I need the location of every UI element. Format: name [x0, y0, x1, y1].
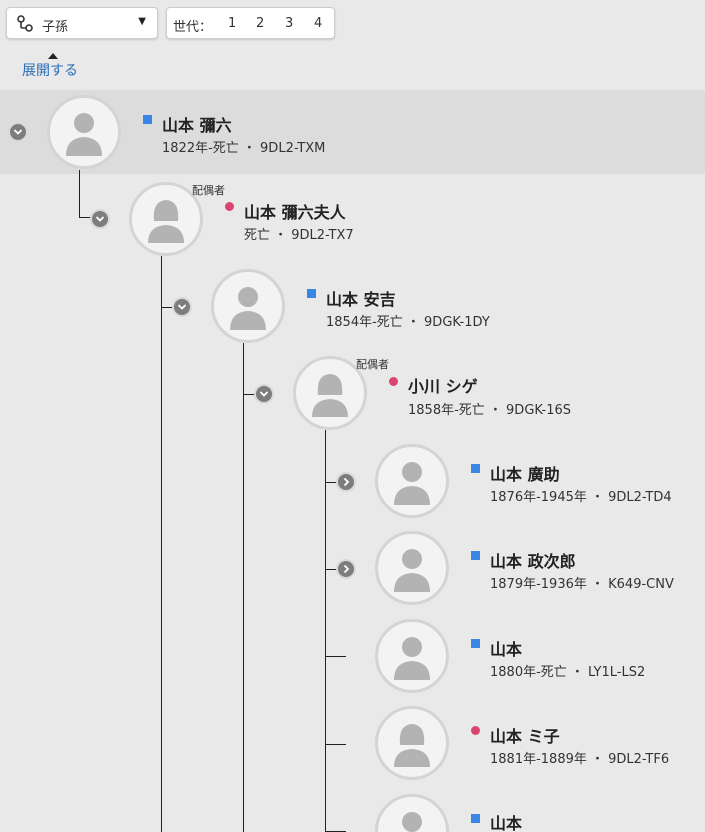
chevron-down-icon	[259, 391, 269, 397]
generation-option-4[interactable]: 4	[314, 16, 323, 31]
female-marker	[471, 726, 480, 735]
male-marker	[471, 639, 480, 648]
chevron-down-icon	[95, 216, 105, 222]
person-name[interactable]: 山本 彌六夫人	[244, 203, 346, 222]
generation-option-2[interactable]: 2	[256, 16, 265, 31]
avatar-male[interactable]	[375, 444, 449, 518]
collapse-toggle[interactable]	[8, 122, 28, 142]
male-silhouette-icon	[66, 113, 102, 156]
connector-line	[325, 569, 338, 570]
toolbar: 子孫 ▼ 世代： 1 2 3 4	[0, 0, 705, 50]
person-name[interactable]: 山本 廣助	[490, 465, 560, 484]
connector-line	[243, 343, 244, 832]
avatar-male[interactable]	[47, 95, 121, 169]
person-detail: 1858年-死亡 ・ 9DGK-16S	[408, 403, 572, 418]
generation-option-1[interactable]: 1	[228, 16, 237, 31]
male-marker	[471, 814, 480, 823]
chevron-right-icon	[343, 477, 350, 487]
avatar-male[interactable]	[375, 619, 449, 693]
collapse-toggle[interactable]	[254, 384, 274, 404]
male-silhouette-icon	[402, 812, 422, 832]
avatar-male[interactable]	[211, 269, 285, 343]
caret-up-icon	[48, 53, 58, 59]
chevron-down-icon	[13, 129, 23, 135]
person-detail: 死亡 ・ 9DL2-TX7	[244, 228, 354, 243]
person-name[interactable]: 山本	[490, 640, 523, 659]
connector-line	[325, 656, 346, 657]
male-silhouette-icon	[230, 287, 266, 330]
view-select[interactable]: 子孫 ▼	[6, 7, 158, 39]
avatar-male[interactable]	[375, 531, 449, 605]
generation-option-3[interactable]: 3	[285, 16, 294, 31]
person-detail: 1880年-死亡 ・ LY1L-LS2	[490, 665, 646, 680]
caret-down-icon: ▼	[138, 16, 146, 27]
connector-line	[325, 744, 346, 745]
person-detail: 1854年-死亡 ・ 9DGK-1DY	[326, 315, 490, 330]
person-detail: 1879年-1936年 ・ K649-CNV	[490, 577, 674, 592]
person-name[interactable]: 山本 政次郎	[490, 552, 576, 571]
connector-line	[325, 430, 326, 832]
spouse-label: 配偶者	[192, 184, 225, 197]
connector-line	[79, 170, 80, 218]
avatar-male[interactable]	[375, 794, 449, 832]
collapse-toggle[interactable]	[90, 209, 110, 229]
chevron-down-icon	[177, 304, 187, 310]
generation-label: 世代：	[173, 20, 213, 35]
person-name[interactable]: 小川 シゲ	[408, 377, 478, 396]
male-marker	[471, 551, 480, 560]
connector-line	[79, 217, 92, 218]
female-silhouette-icon	[394, 724, 430, 767]
male-silhouette-icon	[394, 549, 430, 592]
male-marker	[143, 115, 152, 124]
person-name[interactable]: 山本 彌六	[162, 116, 232, 135]
person-name[interactable]: 山本	[490, 814, 523, 832]
avatar-female[interactable]	[129, 182, 203, 256]
male-marker	[307, 289, 316, 298]
chevron-right-icon	[343, 564, 350, 574]
female-marker	[389, 377, 398, 386]
person-detail: 1881年-1889年 ・ 9DL2-TF6	[490, 752, 670, 767]
collapse-toggle[interactable]	[172, 297, 192, 317]
male-silhouette-icon	[394, 637, 430, 680]
generation-selector: 世代： 1 2 3 4	[166, 7, 335, 39]
male-silhouette-icon	[394, 462, 430, 505]
male-marker	[471, 464, 480, 473]
tree-icon	[17, 15, 33, 32]
avatar-female[interactable]	[293, 356, 367, 430]
connector-line	[161, 307, 174, 308]
connector-line	[325, 482, 338, 483]
person-name[interactable]: 山本 安吉	[326, 290, 396, 309]
person-detail: 1822年-死亡 ・ 9DL2-TXM	[162, 141, 326, 156]
expand-link[interactable]: 展開する	[22, 63, 78, 79]
female-silhouette-icon	[148, 200, 184, 243]
connector-line	[243, 394, 256, 395]
female-silhouette-icon	[312, 374, 348, 417]
avatar-female[interactable]	[375, 706, 449, 780]
person-name[interactable]: 山本 ミ子	[490, 727, 560, 746]
expand-toggle[interactable]	[336, 472, 356, 492]
female-marker	[225, 202, 234, 211]
view-select-value: 子孫	[42, 20, 69, 35]
expand-toggle[interactable]	[336, 559, 356, 579]
connector-line	[161, 256, 162, 832]
person-detail: 1876年-1945年 ・ 9DL2-TD4	[490, 490, 672, 505]
spouse-label: 配偶者	[356, 358, 389, 371]
